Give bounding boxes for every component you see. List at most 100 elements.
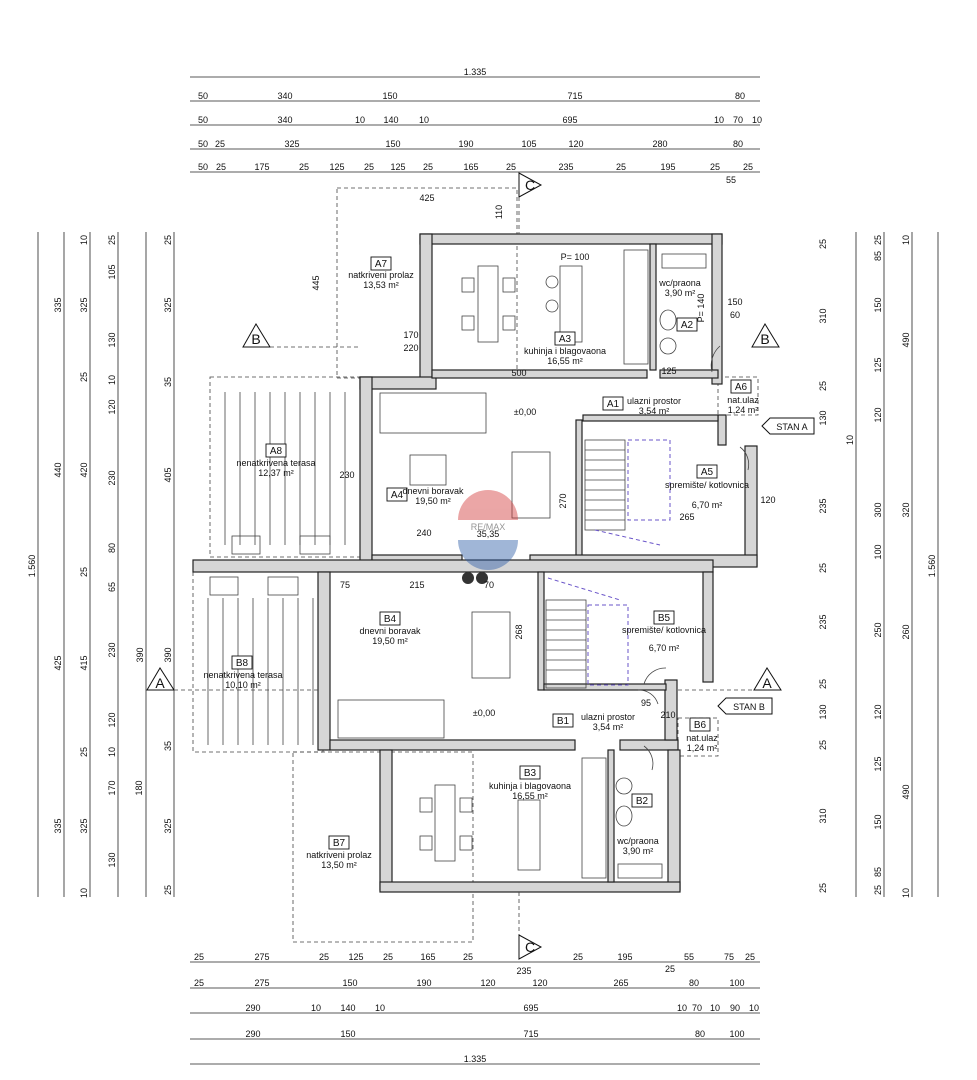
dim-top-label: 175 [254,162,269,172]
dim-left-label: 130 [107,332,117,347]
dim-left-label: 415 [79,655,89,670]
dim-right-label: 125 [873,756,883,771]
dim-bottom-label: 10 [311,1003,321,1013]
dim-left-label: 230 [107,642,117,657]
dim-bottom-label: 10 [375,1003,385,1013]
inner-dim: 125 [661,366,676,376]
terrace-a8-decking [224,392,346,545]
dim-bottom-label: 150 [342,978,357,988]
dim-right-label: 150 [873,814,883,829]
kitchen-island-icon [517,799,541,871]
dim-left-label: 170 [107,780,117,795]
dim-right-label: 10 [901,888,911,898]
stan-b-label: STAN B [733,702,765,712]
dim-right-label: 10 [845,435,855,445]
covered-passage-b7-outline [292,751,474,943]
inner-dim: 425 [419,193,434,203]
dim-bottom-label: 265 [613,978,628,988]
inner-dim: 220 [403,343,418,353]
section-c-bottom-label: C [525,939,535,955]
dim-bottom-label: 275 [254,952,269,962]
dim-top-label: 125 [329,162,344,172]
dim-right-label: 300 [873,502,883,517]
dim-top-label: 235 [558,162,573,172]
dim-top-label: 165 [463,162,478,172]
room-code: A4 [391,490,404,501]
room-area: 19,50 m² [372,636,408,646]
inner-dim: 265 [679,512,694,522]
dim-bottom-label: 195 [617,952,632,962]
dim-bottom-label: 165 [420,952,435,962]
dim-left-label: 230 [107,470,117,485]
toilet-icon [659,309,677,331]
dim-top-label: 10 [355,115,365,125]
dim-right-label: 235 [818,614,828,629]
level-mark: ±0,00 [473,708,495,718]
dim-top-label: 25 [743,162,753,172]
dim-top-label: 195 [660,162,675,172]
room-code: A1 [607,399,620,410]
dim-left-label: 420 [79,462,89,477]
dim-left-label: 25 [163,235,173,245]
inner-dim: 215 [409,580,424,590]
doors [637,345,750,771]
dim-bottom-label: 25 [194,952,204,962]
left-dimensions: 1.560 335 440 425 335 10 325 25 420 25 4… [27,232,175,898]
dim-bottom-label: 80 [695,1029,705,1039]
inner-dim: P= 100 [561,252,590,262]
dim-left-label: 440 [53,462,63,477]
room-code: A5 [701,467,714,478]
kitchen-counter-icon [623,249,649,365]
section-a-right-label: A [762,675,772,691]
sink-icon [231,535,261,555]
room-area: 16,55 m² [512,791,548,801]
dim-bottom-label: 25 [573,952,583,962]
inner-dim: 95 [641,698,651,708]
terrace-b8-decking [207,598,314,745]
dim-right-label: 25 [873,235,883,245]
room-code: B3 [524,768,537,779]
room-area: 6,70 m² [649,643,680,653]
dim-top-label: 715 [567,91,582,101]
dim-right-label: 320 [901,502,911,517]
dim-bottom-label: 695 [523,1003,538,1013]
stan-a-tag [761,417,815,435]
room-code: B7 [333,838,346,849]
dim-bottom-label: 80 [689,978,699,988]
dim-left-label: 425 [53,655,63,670]
dim-bottom-label: 140 [340,1003,355,1013]
room-area: 16,55 m² [547,356,583,366]
stairs-unit-a [584,439,671,546]
dim-top-label: 10 [752,115,762,125]
washbasin-icon [615,777,633,795]
dim-top-label: 25 [423,162,433,172]
dim-left-label: 65 [107,582,117,592]
dim-right-label: 25 [873,885,883,895]
dim-left-label: 325 [163,818,173,833]
dim-top-label: 25 [710,162,720,172]
dim-right-label: 85 [873,867,883,877]
dim-left-label: 25 [79,567,89,577]
room-area: 6,70 m² [692,500,723,510]
dim-left-label: 325 [163,297,173,312]
inner-dim: 210 [660,710,675,720]
watermark-text: RE/MAX [471,522,506,532]
inner-dim: 75 [340,580,350,590]
dim-bottom-label: 10 [710,1003,720,1013]
dim-top-label: 280 [652,139,667,149]
section-b-right-marker [751,323,780,348]
dim-top-label: 80 [735,91,745,101]
dim-right-label: 120 [873,407,883,422]
room-area: 1,24 m² [687,743,718,753]
dim-right-label: 100 [873,544,883,559]
dim-bottom-label: 75 [724,952,734,962]
section-c-bottom-marker [518,934,543,960]
stan-a-label: STAN A [776,422,807,432]
dim-bottom-label: 120 [532,978,547,988]
dim-left-label: 35 [163,377,173,387]
dim-left-label: 325 [79,818,89,833]
room-name: ulazni prostor [581,712,635,722]
dim-top-label: 25 [216,162,226,172]
stan-tags: STAN A STAN B [717,417,815,715]
